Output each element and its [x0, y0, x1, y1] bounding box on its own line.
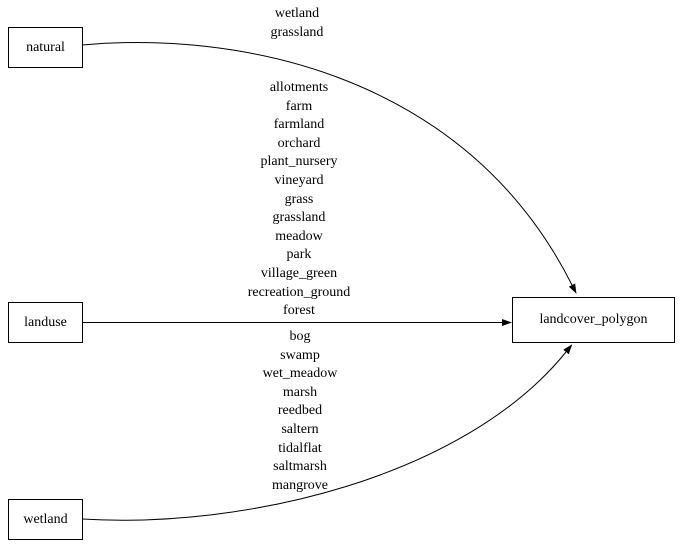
node-natural: natural [8, 27, 83, 68]
edge-label-landuse-to-landcover-polygon: allotments farm farmland orchard plant_n… [247, 80, 351, 319]
edge-label-wetland-to-landcover-polygon: bog swamp wet_meadow marsh reedbed salte… [262, 329, 338, 493]
node-landcover-polygon: landcover_polygon [512, 297, 675, 343]
edge-label-natural-to-landcover-polygon: wetland grassland [270, 6, 324, 40]
edge-natural-to-landcover-polygon [81, 42, 577, 294]
edge-wetland-to-landcover-polygon [81, 344, 573, 521]
node-wetland: wetland [8, 499, 83, 540]
node-landuse: landuse [8, 302, 83, 343]
